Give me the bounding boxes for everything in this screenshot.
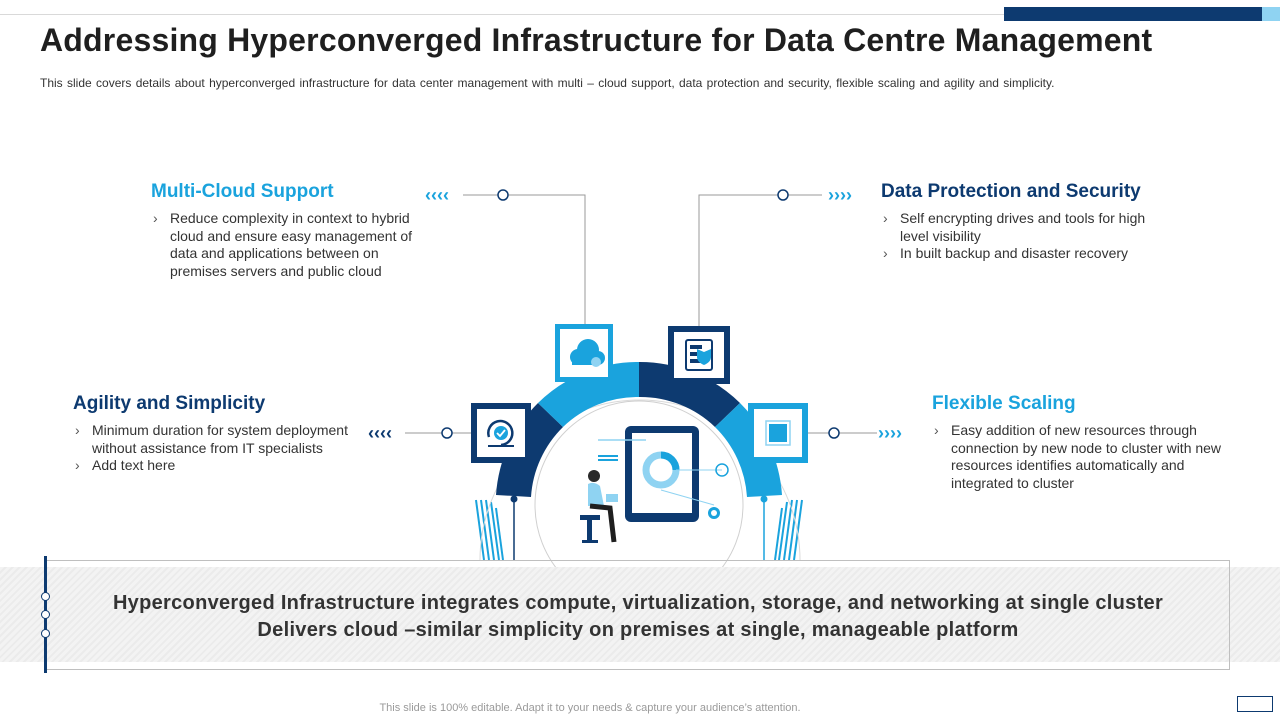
summary-line-2: Delivers cloud –similar simplicity on pr…: [257, 619, 1019, 641]
connector-lines: [405, 194, 877, 434]
bullet-item: Reduce complexity in context to hybrid c…: [151, 210, 433, 280]
arrow-right-mid: ››››: [878, 423, 902, 443]
section-title-multi-cloud: Multi-Cloud Support: [151, 181, 334, 202]
connector-dot: [828, 427, 840, 439]
ring-segment: [538, 361, 639, 427]
footer-note: This slide is 100% editable. Adapt it to…: [379, 702, 801, 714]
bullet-item: In built backup and disaster recovery: [881, 245, 1177, 263]
connector-dot: [777, 189, 789, 201]
top-rule: [0, 14, 1004, 15]
section-title-agility: Agility and Simplicity: [73, 393, 266, 414]
connector-dot: [497, 189, 509, 201]
arrow-right-top: ››››: [828, 185, 852, 205]
slide-title: Addressing Hyperconverged Infrastructure…: [40, 22, 1153, 58]
connector-dots: [441, 189, 840, 439]
connector-dot: [441, 427, 453, 439]
section-bullets-agility: Minimum duration for system deployment w…: [73, 422, 363, 475]
summary-line-1: Hyperconverged Infrastructure integrates…: [112, 592, 1164, 614]
summary-dot: [41, 610, 50, 619]
ring-stripes: [475, 499, 803, 561]
arrow-left-top: ‹‹‹‹: [425, 185, 449, 205]
summary-dot: [41, 629, 50, 638]
footer-box: [1237, 696, 1273, 712]
section-bullets-data-protection: Self encrypting drives and tools for hig…: [881, 210, 1177, 263]
summary-band: [0, 567, 1280, 662]
bullet-item: Add text here: [73, 457, 363, 475]
slide-subtitle: This slide covers details about hypercon…: [40, 76, 1055, 90]
summary-dot: [41, 592, 50, 601]
bullet-item: Minimum duration for system deployment w…: [73, 422, 363, 457]
bullet-item: Easy addition of new resources through c…: [932, 422, 1242, 492]
summary-text: Hyperconverged Infrastructure integrates…: [46, 590, 1230, 644]
chip-icon: [748, 403, 808, 463]
refresh-check-icon: [471, 403, 531, 463]
top-accent-bar: [1004, 7, 1262, 21]
section-bullets-flexible-scaling: Easy addition of new resources through c…: [932, 422, 1242, 492]
bullet-item: Self encrypting drives and tools for hig…: [881, 210, 1177, 245]
arrow-left-mid: ‹‹‹‹: [368, 423, 392, 443]
section-title-flexible-scaling: Flexible Scaling: [932, 393, 1076, 414]
ring-segment: [639, 361, 740, 427]
section-bullets-multi-cloud: Reduce complexity in context to hybrid c…: [151, 210, 433, 280]
top-accent-bar-light: [1262, 7, 1280, 21]
summary-panel: [46, 560, 1230, 670]
section-title-data-protection: Data Protection and Security: [881, 181, 1141, 202]
database-shield-icon: [668, 326, 730, 384]
person-tablet-icon: [580, 426, 729, 543]
cloud-icon: [555, 324, 613, 382]
